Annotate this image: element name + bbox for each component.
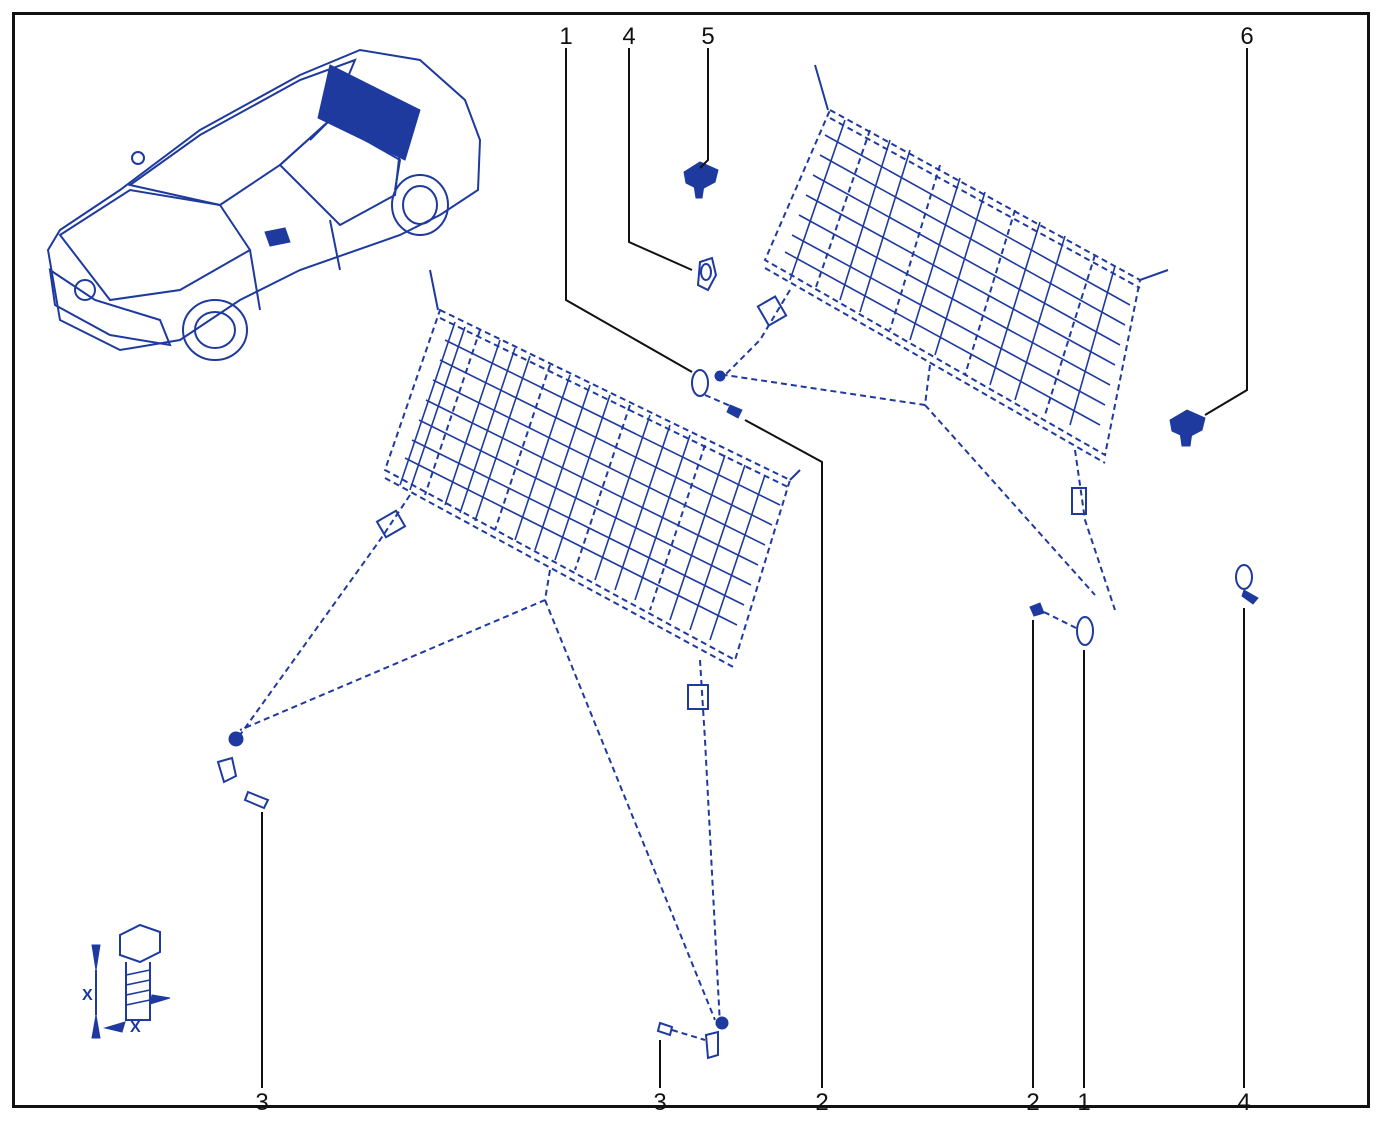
clip-5-icon — [683, 161, 719, 199]
callout-bottom-1: 1 — [1077, 1089, 1090, 1116]
diagram-frame — [12, 12, 1370, 1108]
ring-4-right-icon — [1235, 564, 1259, 605]
callout-bottom-2b: 2 — [1026, 1089, 1039, 1116]
callout-top-4: 4 — [622, 23, 635, 50]
anchor-lower-left-icon — [216, 731, 270, 810]
anchor-lower-middle-icon — [656, 1016, 729, 1060]
torque-x-label-2: X — [130, 1019, 141, 1036]
screw-2-right-icon — [1029, 602, 1077, 629]
callout-top-5: 5 — [701, 23, 714, 50]
callout-leaders — [261, 48, 1248, 1088]
ring-4-upper-icon — [696, 256, 718, 292]
net-assembly-rear — [724, 64, 1169, 611]
screw-2-upper-icon — [704, 394, 743, 419]
callout-bottom-3b: 3 — [653, 1089, 666, 1116]
ring-1-right-icon — [1076, 616, 1094, 646]
callout-top-6: 6 — [1240, 23, 1253, 50]
callout-bottom-3a: 3 — [255, 1089, 268, 1116]
vehicle-location-icon — [46, 48, 482, 361]
ring-1-upper-icon — [691, 369, 726, 397]
bolt-torque-icon: X X — [82, 923, 171, 1039]
clip-6-icon — [1169, 409, 1206, 447]
torque-x-label-1: X — [82, 987, 93, 1004]
callout-top-1: 1 — [559, 23, 572, 50]
callout-bottom-4: 4 — [1237, 1089, 1250, 1116]
callout-bottom-2a: 2 — [815, 1089, 828, 1116]
net-assembly-front — [239, 269, 801, 1026]
